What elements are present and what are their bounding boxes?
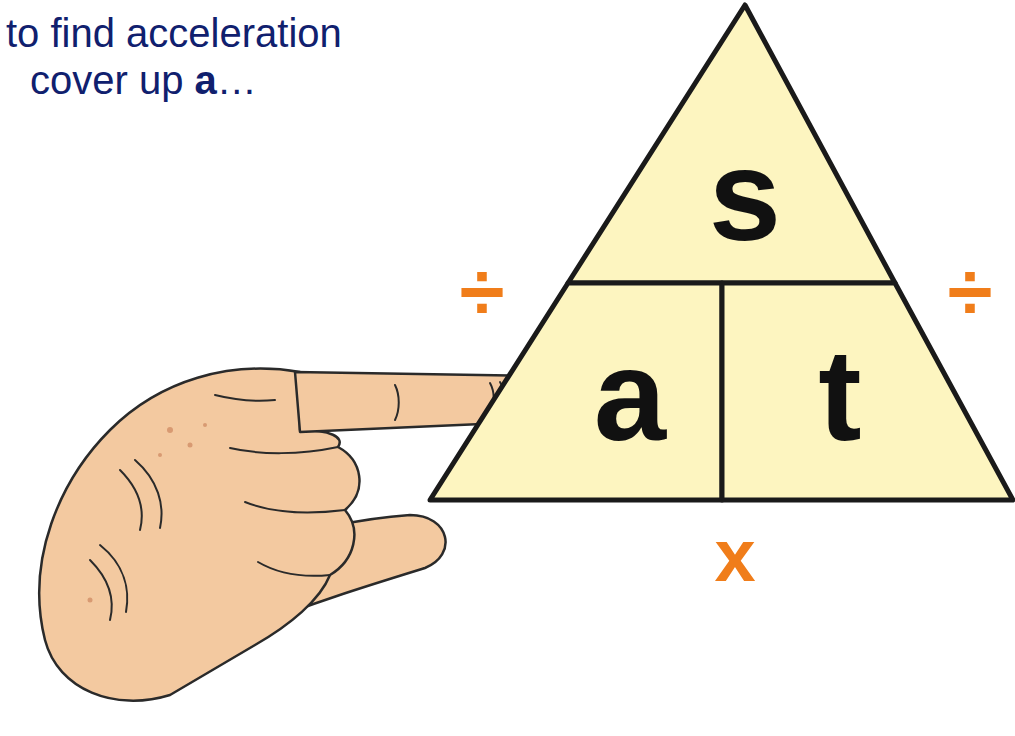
hair-line <box>120 470 142 530</box>
hair-line <box>90 560 112 620</box>
divide-sign: ÷ <box>459 251 504 333</box>
instruction-part: to find acceleration cover up <box>6 11 342 102</box>
instruction-part: … <box>217 58 257 102</box>
hair-line <box>135 460 162 528</box>
bold-letter: a <box>195 58 217 102</box>
hair-line <box>215 395 275 401</box>
finger-fold <box>245 502 345 512</box>
quantity-letter: s <box>709 130 781 260</box>
top-cell: s <box>568 5 895 283</box>
skin-spot <box>88 598 93 603</box>
divide-sign: ÷ <box>947 251 992 333</box>
knuckle-crease <box>395 385 399 420</box>
skin-spot <box>167 427 173 433</box>
finger-fold <box>230 447 338 453</box>
skin-spot <box>188 443 193 448</box>
skin-spot <box>158 453 162 457</box>
multiply-sign: x <box>714 519 755 593</box>
hair-line <box>100 545 127 612</box>
instruction-text: to find acceleration cover upa… <box>6 10 430 104</box>
quantity-letter: a <box>594 330 666 460</box>
cell-shape <box>568 5 895 283</box>
finger-fold <box>258 562 330 576</box>
quantity-letter: t <box>818 330 861 460</box>
skin-spot <box>203 423 207 427</box>
